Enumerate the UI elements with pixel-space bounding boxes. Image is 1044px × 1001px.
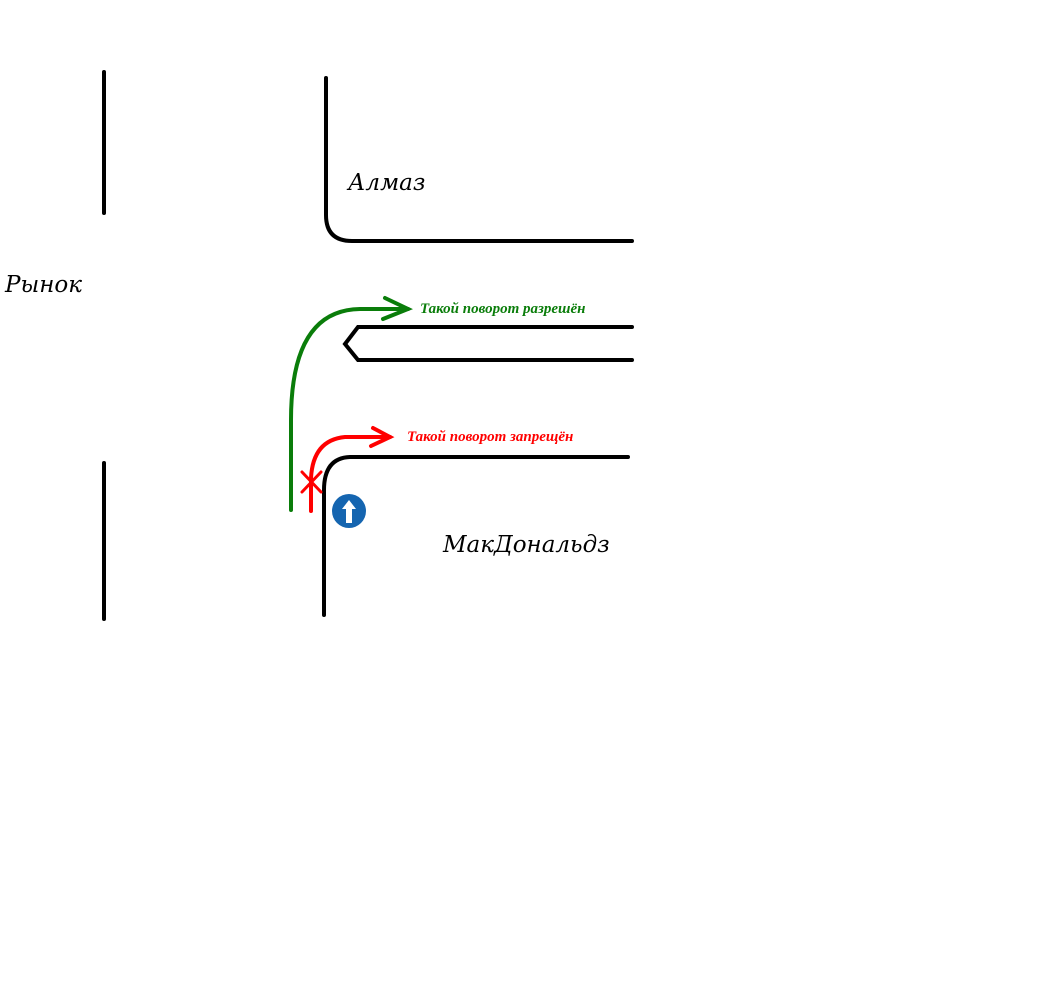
road-edge-mcdonalds-corner (322, 455, 630, 617)
allowed-turn-note: Такой поворот разрешён (420, 301, 586, 317)
forbidden-turn-note: Такой поворот запрещён (407, 429, 574, 445)
median-island (342, 325, 634, 362)
straight-only-sign-icon (332, 494, 366, 528)
label-market: Рынок (5, 272, 82, 298)
label-mcdonalds: МакДональдз (443, 532, 610, 558)
road-edge-almaz-corner (324, 76, 634, 243)
forbidden-turn-arrow (309, 426, 395, 513)
label-almaz: Алмаз (348, 170, 426, 196)
x-mark-icon (300, 470, 323, 494)
allowed-turn-arrow (289, 296, 413, 512)
